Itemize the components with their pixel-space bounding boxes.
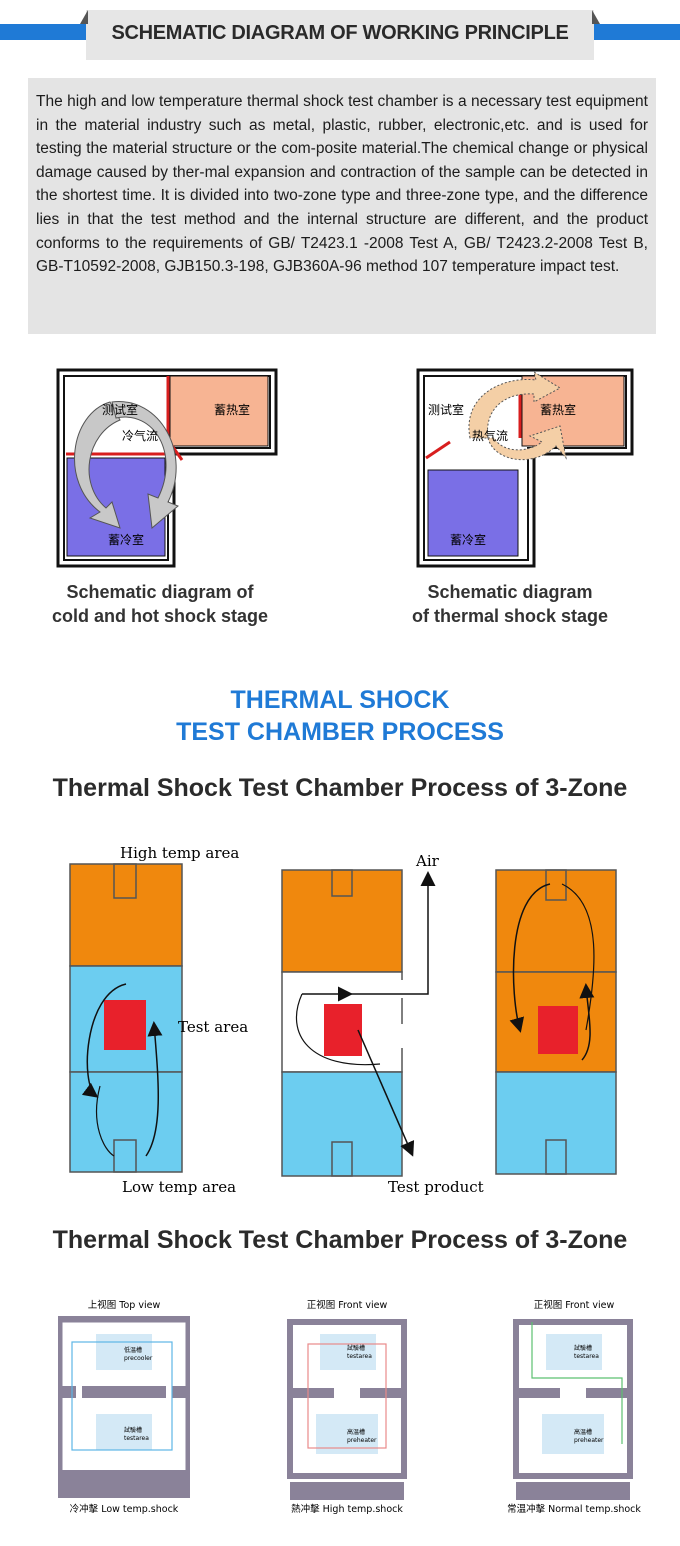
label-test-room: 测试室: [428, 402, 464, 417]
three-zone-flow-diagram: High temp area Test area Low temp area A…: [69, 844, 617, 1196]
precooler-en: precooler: [124, 1355, 153, 1362]
label-heat-room: 蓄热室: [214, 402, 250, 417]
testarea-cn: 試驗槽: [347, 1344, 365, 1352]
preheater-cn: 高温槽: [574, 1428, 592, 1436]
banner-bar-right: [588, 24, 680, 40]
testarea-en: testarea: [347, 1353, 372, 1360]
schematic-thermal-shock: 测试室 蓄热室 热气流 蓄冷室: [416, 368, 634, 568]
label-cold-room: 蓄冷室: [108, 532, 144, 547]
banner-box: [86, 10, 594, 60]
view-header: 正视图 Front view: [534, 1299, 615, 1311]
test-product-label: Test product: [388, 1178, 484, 1196]
section2-title: Thermal Shock Test Chamber Process of 3-…: [52, 1226, 628, 1254]
banner-fold-right: [592, 10, 600, 24]
air-label: Air: [415, 852, 440, 870]
view-caption: 常温冲擊 Normal temp.shock: [507, 1503, 641, 1515]
view-caption: 冷冲擊 Low temp.shock: [70, 1503, 179, 1515]
label-airflow: 热气流: [472, 428, 508, 443]
label-heat-room: 蓄热室: [540, 402, 576, 417]
label-airflow: 冷气流: [122, 428, 158, 443]
testarea-cn: 試驗槽: [574, 1344, 592, 1352]
banner-bar-left: [0, 24, 92, 40]
preheater-en: preheater: [347, 1437, 377, 1444]
process-title-line1: THERMAL SHOCK: [230, 686, 450, 714]
precooler-cn: 低温槽: [124, 1346, 142, 1354]
process-title-line2: TEST CHAMBER PROCESS: [176, 718, 504, 746]
caption-left-line1: Schematic diagram of: [66, 582, 254, 602]
view-high-temp-shock: 正视图 Front view 試驗槽 testarea 高温槽 preheate…: [287, 1299, 407, 1515]
label-test-room: 测试室: [102, 402, 138, 417]
view-header: 上视图 Top view: [88, 1299, 161, 1311]
low-temp-label: Low temp area: [122, 1178, 236, 1196]
preheater-en: preheater: [574, 1437, 604, 1444]
testarea-en: testarea: [574, 1353, 599, 1360]
caption-right-line1: Schematic diagram: [427, 582, 593, 602]
view-low-temp-shock: 上视图 Top view 低温槽 precooler 試驗槽 testarea …: [58, 1299, 190, 1515]
caption-right-line2: of thermal shock stage: [411, 606, 609, 626]
intro-panel: [28, 78, 656, 334]
testarea-en: testarea: [124, 1435, 149, 1442]
label-cold-room: 蓄冷室: [450, 532, 486, 547]
section1-title: Thermal Shock Test Chamber Process of 3-…: [52, 774, 628, 802]
view-header: 正视图 Front view: [307, 1299, 388, 1311]
preheater-cn: 高温槽: [347, 1428, 365, 1436]
testarea-cn: 試驗槽: [124, 1426, 142, 1434]
intro-paragraph: The high and low temperature thermal sho…: [36, 93, 648, 276]
caption-left-line2: cold and hot shock stage: [51, 606, 269, 626]
schematic-cold-hot-shock: 测试室 蓄热室 冷气流 蓄冷室: [56, 368, 278, 568]
test-area-label: Test area: [178, 1018, 248, 1036]
high-temp-label: High temp area: [120, 844, 239, 862]
view-normal-temp-shock: 正视图 Front view 試驗槽 testarea 高温槽 preheate…: [507, 1299, 641, 1515]
view-caption: 熱冲擊 High temp.shock: [291, 1503, 403, 1515]
page-title: SCHEMATIC DIAGRAM OF WORKING PRINCIPLE: [111, 22, 569, 44]
banner-fold-left: [80, 10, 88, 24]
